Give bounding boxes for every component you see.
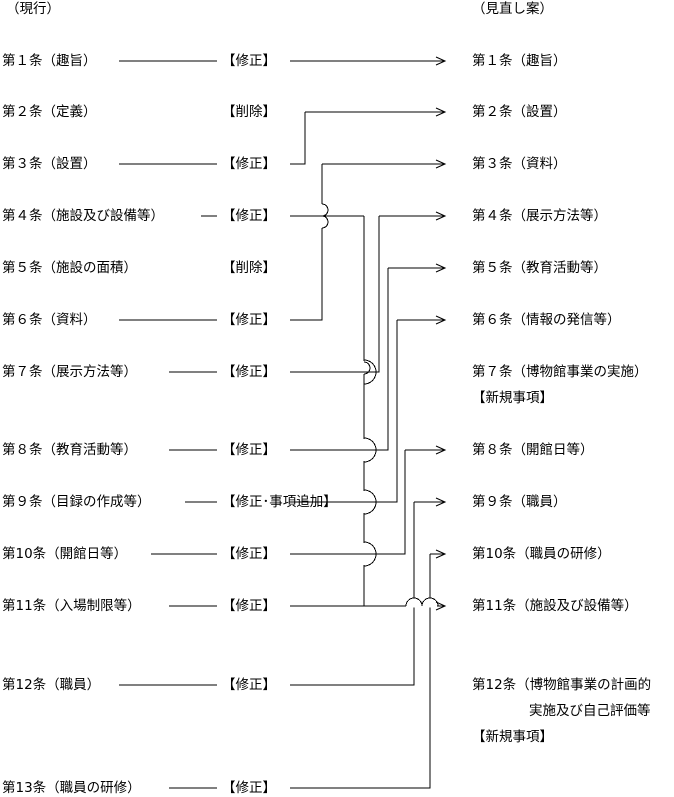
current-article-2: 第２条（定義） bbox=[2, 104, 97, 120]
current-article-5: 第５条（施設の面積） bbox=[2, 260, 137, 276]
new-item-tag-7: 【新規事項】 bbox=[472, 390, 553, 406]
current-article-4: 第４条（施設及び設備等） bbox=[2, 208, 164, 224]
action-11: 【修正】 bbox=[222, 598, 276, 614]
revised-article-12: 第12条（博物館事業の計画的 bbox=[472, 677, 652, 693]
revised-article-7: 第７条（博物館事業の実施） bbox=[472, 364, 648, 380]
action-7: 【修正】 bbox=[222, 364, 276, 380]
action-12: 【修正】 bbox=[222, 677, 276, 693]
current-article-7: 第７条（展示方法等） bbox=[2, 364, 137, 380]
current-article-1: 第１条（趣旨） bbox=[2, 53, 97, 69]
revised-article-10: 第10条（職員の研修） bbox=[472, 546, 611, 562]
current-article-6: 第６条（資料） bbox=[2, 312, 97, 328]
current-article-12: 第12条（職員） bbox=[2, 677, 101, 693]
current-article-13: 第13条（職員の研修） bbox=[2, 780, 141, 796]
action-1: 【修正】 bbox=[222, 53, 276, 69]
revised-article-6: 第６条（情報の発信等） bbox=[472, 312, 621, 328]
revised-article-4: 第４条（展示方法等） bbox=[472, 208, 607, 224]
revised-article-1: 第１条（趣旨） bbox=[472, 53, 567, 69]
revised-article-12-cont: 実施及び自己評価等 bbox=[529, 703, 651, 719]
current-article-3: 第３条（設置） bbox=[2, 156, 97, 172]
action-5: 【削除】 bbox=[222, 260, 276, 276]
new-item-tag-12: 【新規事項】 bbox=[472, 729, 553, 745]
current-article-8: 第８条（教育活動等） bbox=[2, 442, 137, 458]
current-article-9: 第９条（目録の作成等） bbox=[2, 494, 151, 510]
action-9: 【修正･事項追加】 bbox=[222, 494, 337, 510]
revised-article-11: 第11条（施設及び設備等） bbox=[472, 598, 638, 614]
action-2: 【削除】 bbox=[222, 104, 276, 120]
action-13: 【修正】 bbox=[222, 780, 276, 796]
revised-article-3: 第３条（資料） bbox=[472, 156, 567, 172]
current-header: （現行） bbox=[6, 1, 60, 17]
revised-article-5: 第５条（教育活動等） bbox=[472, 260, 607, 276]
action-10: 【修正】 bbox=[222, 546, 276, 562]
revised-article-8: 第８条（開館日等） bbox=[472, 442, 594, 458]
current-article-10: 第10条（開館日等） bbox=[2, 546, 128, 562]
revised-header: （見直し案） bbox=[472, 1, 553, 17]
action-4: 【修正】 bbox=[222, 208, 276, 224]
action-3: 【修正】 bbox=[222, 156, 276, 172]
action-8: 【修正】 bbox=[222, 442, 276, 458]
action-6: 【修正】 bbox=[222, 312, 276, 328]
current-article-11: 第11条（入場制限等） bbox=[2, 598, 141, 614]
revised-article-2: 第２条（設置） bbox=[472, 104, 567, 120]
revised-article-9: 第９条（職員） bbox=[472, 494, 567, 510]
